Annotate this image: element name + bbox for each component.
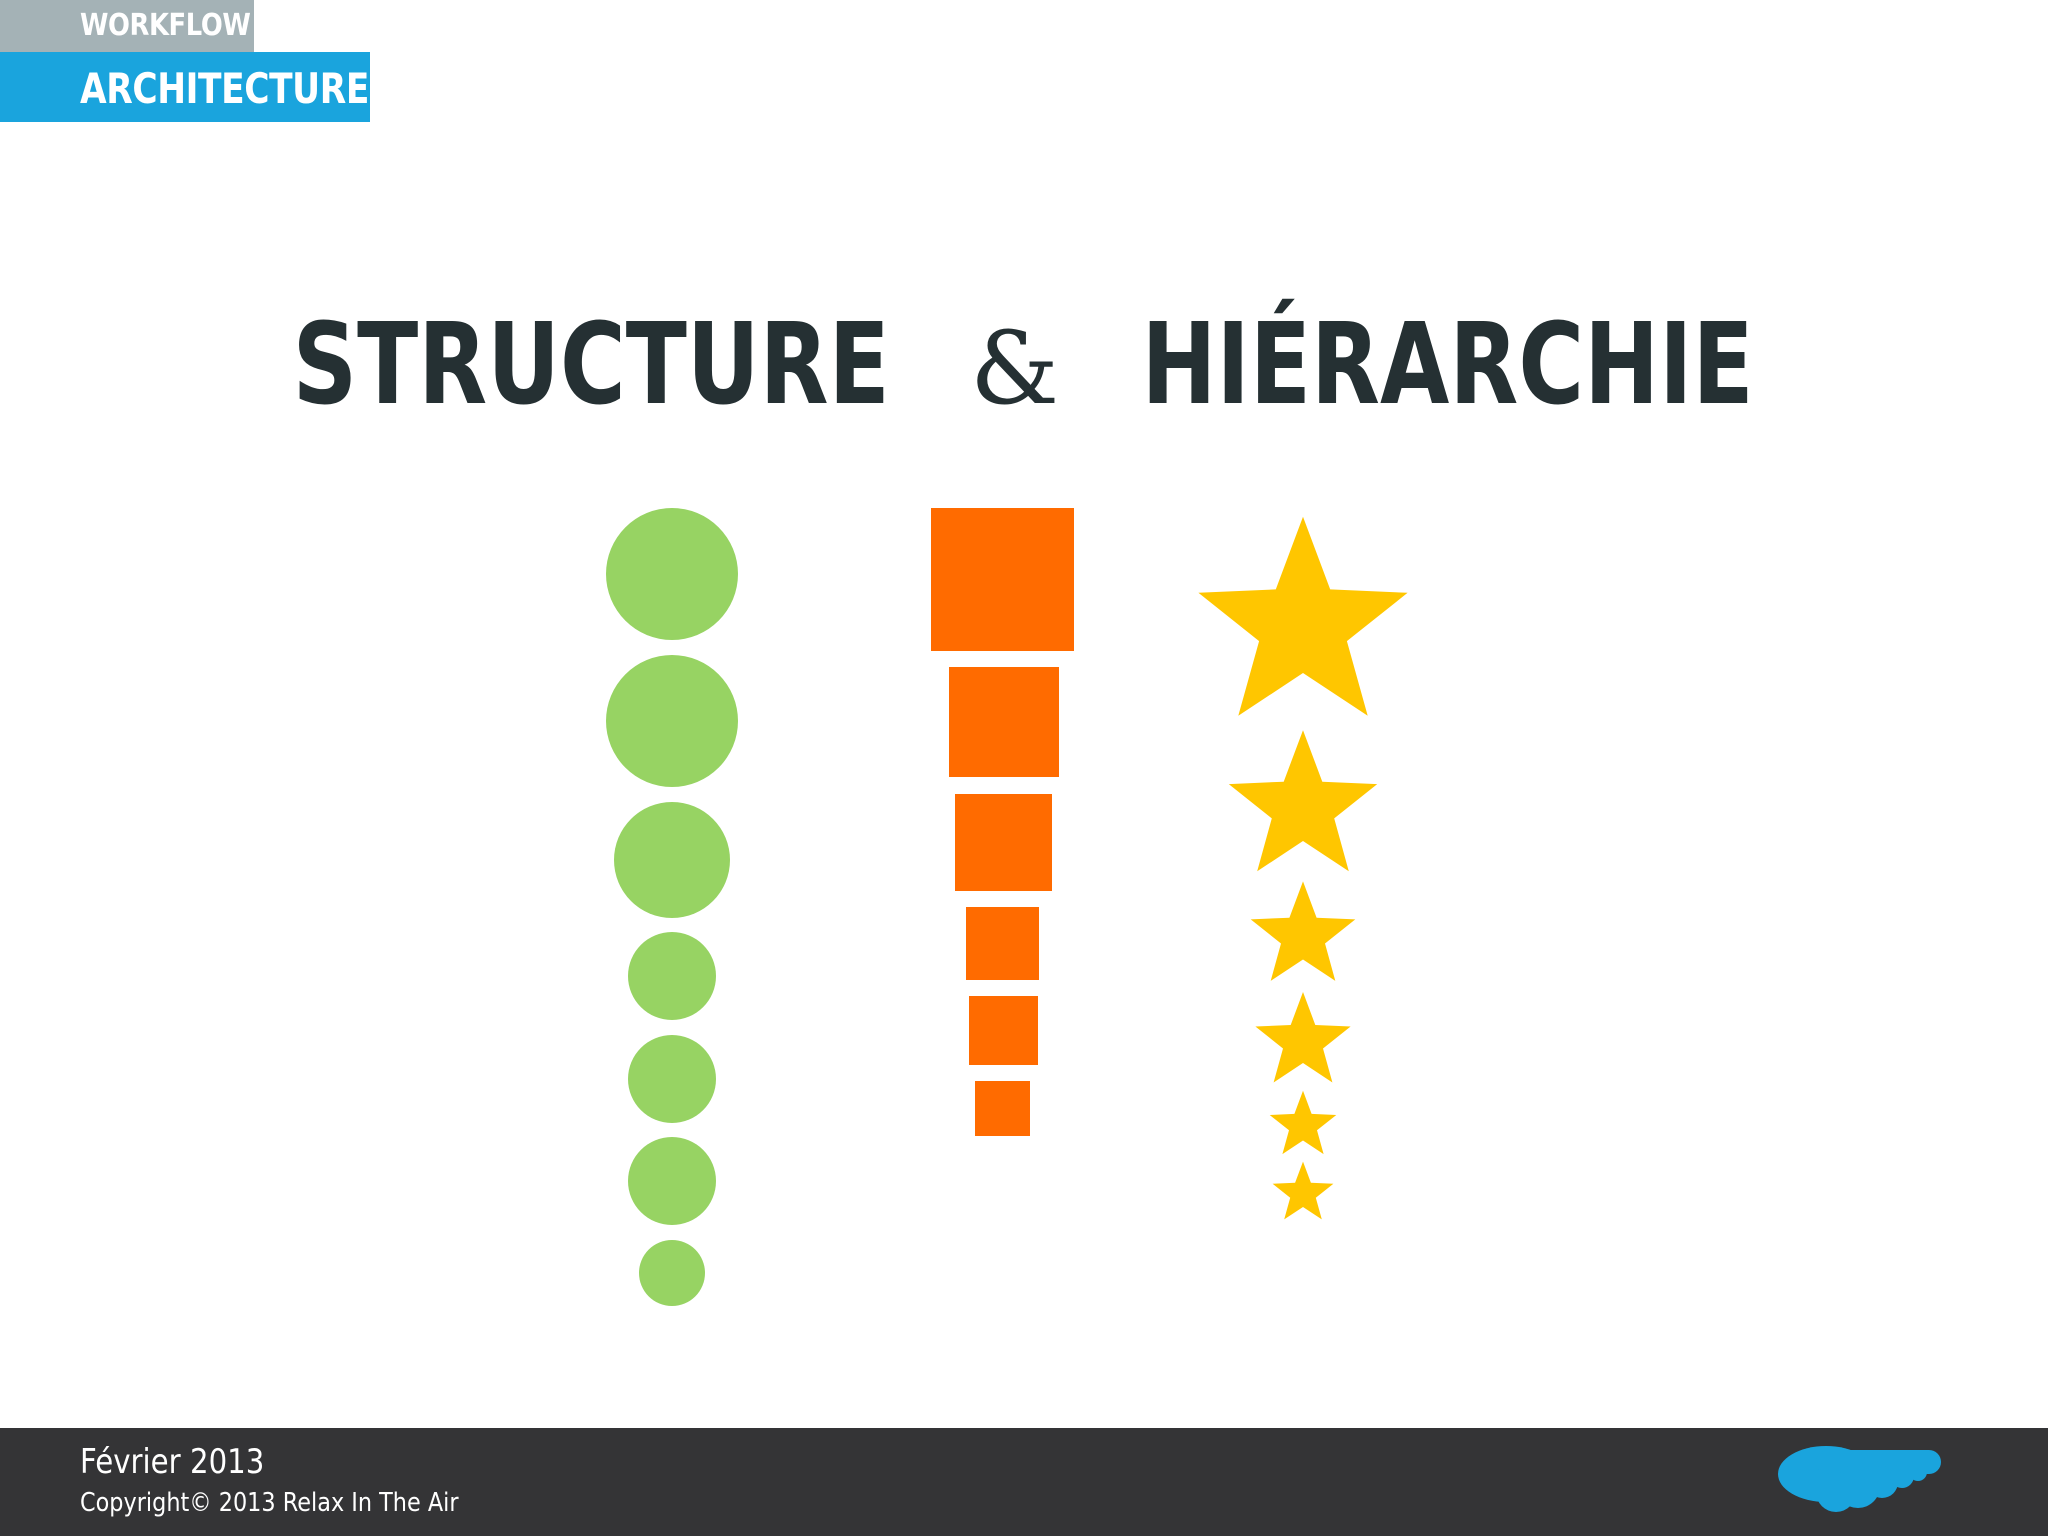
star-shape <box>1228 730 1378 872</box>
square-shape <box>969 996 1038 1065</box>
star-shape <box>1255 992 1351 1083</box>
section-tag: WORKFLOW <box>0 0 254 52</box>
square-shape <box>966 907 1039 980</box>
square-shape <box>955 794 1052 891</box>
circle-shape <box>628 932 716 1020</box>
circle-column <box>606 508 738 1306</box>
subsection-tag-label: ARCHITECTURE <box>80 64 369 113</box>
title-hierarchie: HIÉRARCHIE <box>1141 300 1754 430</box>
section-tag-label: WORKFLOW <box>80 8 251 43</box>
circle-shape <box>614 802 730 918</box>
circle-shape <box>606 655 738 787</box>
relax-in-the-air-logo <box>1778 1446 1941 1512</box>
circle-shape <box>606 508 738 640</box>
title-ampersand: & <box>970 310 1060 427</box>
star-shape <box>1198 516 1408 716</box>
circle-shape <box>639 1240 705 1306</box>
star-column <box>1198 516 1408 1220</box>
title-structure: STRUCTURE <box>292 300 890 430</box>
footer-copyright: Copyright© 2013 Relax In The Air <box>80 1488 459 1518</box>
star-shape <box>1269 1090 1337 1155</box>
slide-title: STRUCTURE&HIÉRARCHIE <box>0 300 2048 430</box>
circle-shape <box>628 1035 716 1123</box>
star-shape <box>1272 1161 1334 1220</box>
square-shape <box>949 667 1059 777</box>
square-shape <box>975 1081 1030 1136</box>
circle-shape <box>628 1137 716 1225</box>
footer: Février 2013 Copyright© 2013 Relax In Th… <box>0 1428 2048 1536</box>
square-column <box>931 508 1074 1136</box>
footer-date: Février 2013 <box>80 1442 265 1482</box>
square-shape <box>931 508 1074 651</box>
subsection-tag: ARCHITECTURE <box>0 52 370 122</box>
star-shape <box>1250 881 1356 981</box>
